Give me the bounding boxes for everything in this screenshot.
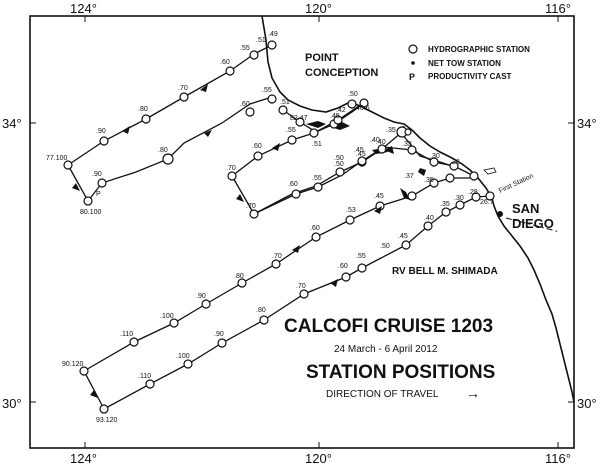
station-label: .50	[380, 243, 390, 250]
lat-label-30-right: 30°	[577, 396, 597, 411]
direction-of-travel: DIRECTION OF TRAVEL	[326, 389, 439, 400]
station-label: .30	[430, 153, 440, 160]
station-label: .51	[256, 37, 266, 44]
station-label: .55	[312, 175, 322, 182]
station-label: .55	[286, 127, 296, 134]
travel-arrows	[72, 84, 394, 398]
station-label: .28	[450, 159, 460, 166]
legend-symbol-p: P	[409, 72, 415, 82]
station-label: .70	[178, 85, 188, 92]
station-label: .60	[310, 225, 320, 232]
point-conception-box	[302, 50, 364, 80]
station-label: 80.100	[80, 209, 102, 216]
station-label: 93.120	[96, 417, 118, 424]
station-label: .70	[296, 283, 306, 290]
station-positions-title: STATION POSITIONS	[306, 362, 495, 383]
station-label: .40	[376, 139, 386, 146]
legend-label-net: NET TOW STATION	[428, 59, 501, 68]
first-station-label: First Station	[498, 173, 535, 195]
station-label: .51	[280, 99, 290, 106]
station-label: .55	[262, 87, 272, 94]
station-label: .110	[120, 331, 133, 338]
station-label: .28	[468, 189, 478, 196]
vessel-name: RV BELL M. SHIMADA	[392, 266, 498, 277]
station-label: .100	[176, 353, 190, 360]
station-label: .33	[402, 141, 412, 148]
station-label: 77.100	[46, 155, 68, 162]
legend-label-hydro: HYDROGRAPHIC STATION	[428, 45, 530, 54]
station-label: P	[96, 191, 101, 198]
direction-arrow: →	[466, 385, 480, 401]
lon-label-120-top: 120°	[305, 1, 332, 16]
station-label: .55	[356, 253, 366, 260]
station-label: .90	[96, 128, 106, 135]
station-label: .40	[424, 215, 434, 222]
legend-label-productivity: PRODUCTIVITY CAST	[428, 72, 512, 81]
legend: HYDROGRAPHIC STATION NET TOW STATION P P…	[408, 44, 530, 82]
border-line	[505, 217, 561, 233]
station-label: .60	[338, 263, 348, 270]
station-label: .45	[354, 147, 364, 154]
station-label: .80	[256, 307, 266, 314]
coastline	[261, 15, 575, 403]
station-label: .55	[240, 45, 250, 52]
station-label: .60	[288, 181, 298, 188]
cruise-dates: 24 March - 6 April 2012	[334, 344, 438, 355]
station-label: .49	[268, 31, 278, 38]
station-label: .42	[336, 107, 346, 114]
station-label: .90	[214, 331, 224, 338]
place-san-diego-line2: DIEGO	[512, 216, 554, 231]
station-label: .51	[312, 141, 322, 148]
station-label: .90	[92, 171, 102, 178]
lon-label-124-bottom: 124°	[70, 451, 97, 466]
station-label: .53	[346, 207, 356, 214]
station-label: 26.7	[480, 199, 494, 206]
station-labels: .49 .51 .55 .60 .70 .80 .90 77.100 80.10…	[46, 31, 494, 424]
station-label: .35	[424, 177, 434, 184]
lat-label-34-right: 34°	[577, 116, 597, 131]
cruise-title: CALCOFI CRUISE 1203	[284, 316, 493, 337]
station-label: .70	[226, 165, 236, 172]
station-label: .40	[370, 137, 380, 144]
station-markers	[63, 40, 495, 414]
station-label: .45	[374, 193, 384, 200]
station-label: .30	[454, 195, 464, 202]
station-label: .90	[196, 293, 206, 300]
station-label: .35	[386, 127, 396, 134]
station-label: .50	[334, 161, 344, 168]
station-label: .110	[138, 373, 151, 380]
station-label: .100	[160, 313, 174, 320]
station-label: .80	[138, 106, 148, 113]
map-frame	[29, 15, 575, 449]
lat-label-30-left: 30°	[2, 396, 22, 411]
station-label: .70	[272, 253, 282, 260]
station-label: .50	[334, 155, 344, 162]
station-label: .37	[404, 173, 414, 180]
station-label: 90.120	[62, 361, 84, 368]
lat-label-34-left: 34°	[2, 116, 22, 131]
station-label: 40.6	[356, 105, 370, 112]
station-label: .45	[330, 113, 340, 120]
station-label: .60	[240, 101, 250, 108]
axis-ticks	[30, 16, 574, 448]
station-label: .60	[220, 59, 230, 66]
station-label: .60	[252, 143, 262, 150]
lon-label-116-top: 116°	[545, 1, 571, 16]
station-label: .70	[246, 203, 256, 210]
lon-label-116-bottom: 116°	[545, 451, 571, 466]
station-label: .45	[398, 233, 408, 240]
station-label: .80	[158, 147, 168, 154]
lon-label-124-top: 124°	[70, 1, 97, 16]
station-label: .45	[356, 151, 366, 158]
station-label: .50	[348, 91, 358, 98]
station-label: 82.47	[290, 115, 308, 122]
san-diego-marker	[497, 211, 503, 217]
station-label: .35	[440, 201, 450, 208]
place-san-diego-line1: SAN	[512, 201, 539, 216]
lon-label-120-bottom: 120°	[305, 451, 332, 466]
station-label: .80	[234, 273, 244, 280]
place-point-conception-line1: POINT	[305, 52, 339, 64]
place-point-conception-line2: CONCEPTION	[305, 67, 378, 79]
